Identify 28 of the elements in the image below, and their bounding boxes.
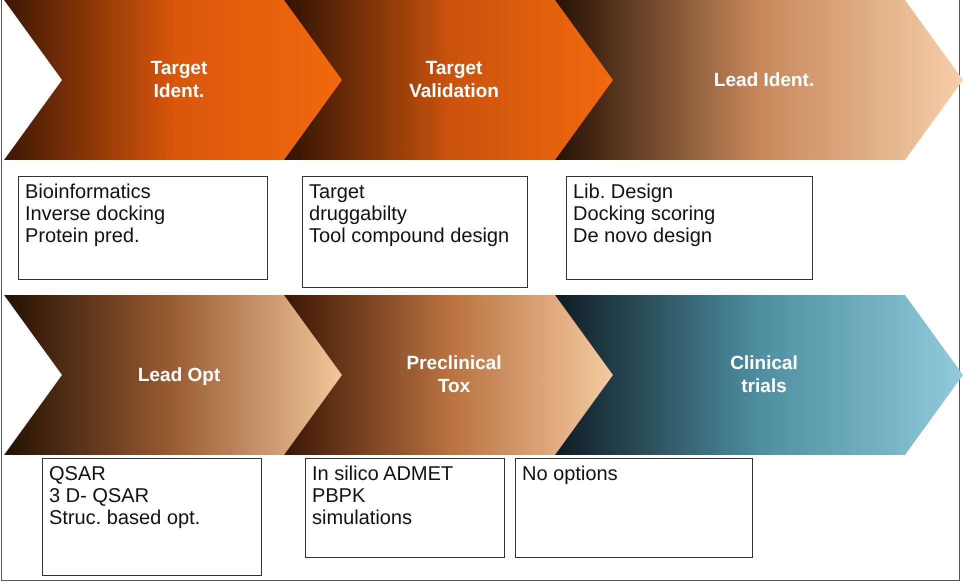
- method-list-box: [42, 458, 262, 576]
- method-text: Target: [309, 181, 366, 203]
- method-text: QSAR: [49, 463, 107, 485]
- method-text: PBPK: [312, 485, 366, 507]
- stage-label: Lead Opt: [136, 364, 222, 386]
- stage-label: Target Validation: [408, 57, 500, 103]
- method-text: 3 D- QSAR: [49, 485, 150, 507]
- method-list-box: [305, 458, 505, 558]
- stage-label: Preclinical Tox: [405, 352, 503, 398]
- method-text: Tool compound design: [309, 225, 510, 247]
- method-text: Docking scoring: [573, 203, 716, 225]
- stage-label: Lead Ident.: [712, 68, 816, 92]
- method-list-box: [566, 176, 813, 280]
- method-text: Lib. Design: [573, 181, 674, 203]
- method-text: druggabilty: [309, 203, 408, 225]
- method-text: Protein pred.: [25, 225, 141, 247]
- method-text: Bioinformatics: [25, 181, 152, 203]
- method-list-box: [302, 176, 528, 288]
- method-text: simulations: [312, 507, 414, 529]
- stage-label: Target Ident.: [150, 57, 208, 103]
- method-text: Struc. based opt.: [49, 507, 202, 529]
- method-text: Inverse docking: [25, 203, 166, 225]
- method-text: No options: [522, 463, 619, 485]
- method-list-box: [18, 176, 268, 280]
- method-text: In silico ADMET: [312, 463, 454, 485]
- method-list-box: [515, 458, 753, 558]
- stage-label: Clinical trials: [729, 352, 799, 398]
- method-text: De novo design: [573, 225, 713, 247]
